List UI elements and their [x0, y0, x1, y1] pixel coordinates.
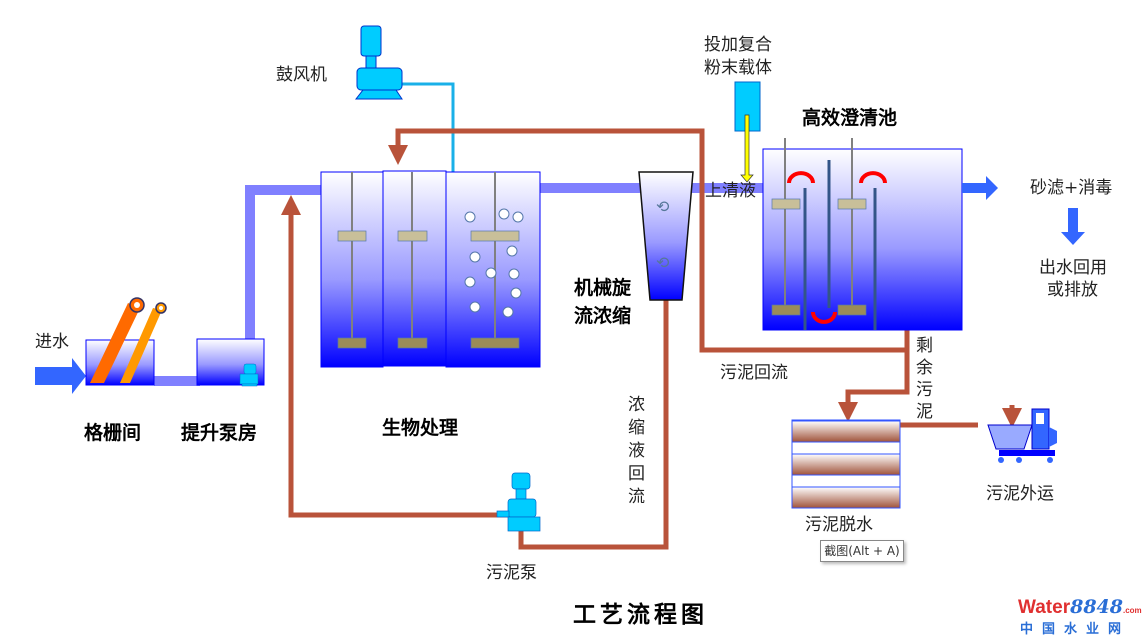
screen-label: 格栅间: [84, 421, 141, 444]
swirl-icon: ⟲: [656, 253, 670, 272]
svg-text:泥: 泥: [916, 402, 933, 422]
clarifier-tank: [762, 138, 963, 331]
thickener-label-1: 机械旋: [574, 276, 632, 299]
svg-text:缩: 缩: [628, 418, 645, 438]
sludge-return-label: 污泥回流: [720, 363, 788, 383]
sludge-pump-icon: [496, 472, 541, 532]
sludge-pipe: [281, 128, 1022, 550]
clarifier-label: 高效澄清池: [802, 106, 897, 129]
screen-chamber: [85, 297, 167, 386]
air-bubbles: [464, 208, 524, 318]
svg-text:液: 液: [628, 441, 645, 461]
bio-label: 生物处理: [382, 416, 458, 439]
outlet-arrow: [962, 176, 998, 200]
filter-label: 砂滤+消毒: [1030, 178, 1112, 198]
inlet-label: 进水: [35, 332, 69, 352]
watermark-logo: Water8848.com: [1018, 596, 1142, 618]
svg-text:剩: 剩: [916, 336, 933, 356]
svg-text:余: 余: [916, 358, 933, 378]
inlet-arrow: [35, 358, 86, 394]
thickener-label-2: 流浓缩: [574, 304, 631, 327]
dewatering-press: [791, 419, 901, 509]
diagram-title: 工艺流程图: [573, 601, 708, 628]
blower-label: 鼓风机: [276, 65, 327, 85]
effluent-label-1: 出水回用: [1039, 258, 1107, 278]
down-arrow: [1061, 208, 1085, 245]
excess-sludge-label: 剩 余 污 泥: [916, 336, 933, 422]
svg-text:浓: 浓: [628, 395, 645, 415]
dosing-label-1: 投加复合: [704, 35, 772, 55]
swirl-icon: ⟲: [656, 197, 670, 216]
thickener: ⟲ ⟲: [638, 171, 694, 301]
screenshot-tooltip: 截图(Alt + A): [820, 540, 904, 562]
effluent-label-2: 或排放: [1047, 280, 1098, 300]
dosing-label-2: 粉末载体: [704, 58, 772, 78]
pump-house-label: 提升泵房: [181, 421, 257, 444]
dewatering-label: 污泥脱水: [805, 515, 873, 535]
thickener-return-label: 浓 缩 液 回 流: [628, 395, 645, 507]
svg-text:流: 流: [628, 487, 645, 507]
supernatant-label: 上清液: [705, 181, 756, 201]
truck-icon: [987, 408, 1057, 463]
sludge-out-label: 污泥外运: [986, 484, 1054, 504]
svg-text:回: 回: [628, 464, 645, 484]
blower-icon: [354, 25, 403, 100]
watermark-cn: 中国水业网: [1020, 622, 1131, 637]
lift-pump-icon: [239, 363, 259, 387]
sludge-pump-label: 污泥泵: [486, 563, 537, 583]
bio-tanks: [320, 170, 541, 368]
flow-arrow-icon: [787, 171, 887, 324]
svg-text:污: 污: [916, 380, 933, 400]
dosing-arrow: [740, 114, 754, 183]
